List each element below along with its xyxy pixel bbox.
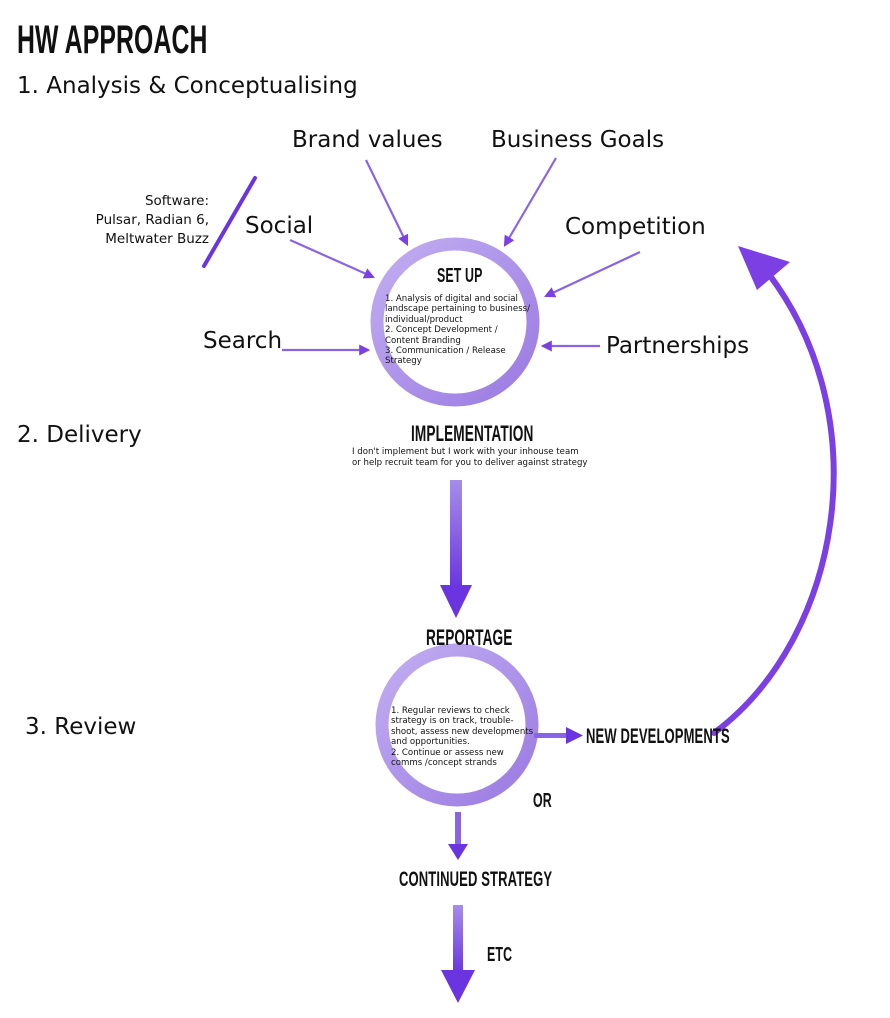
label-social: Social [245,213,314,239]
reportage-list: 1. Regular reviews to check strategy is … [391,706,535,768]
software-line-2: Pulsar, Radian 6, [95,212,209,228]
label-brand-values: Brand values [292,127,443,153]
setup-item-1: 1. Analysis of digital and social landsc… [385,294,530,325]
arrow-reportage-to-continued [448,812,468,860]
arrow-to-new-developments [534,727,583,744]
label-partnerships: Partnerships [606,333,750,359]
label-search: Search [203,328,283,354]
software-line-3: Meltwater Buzz [105,231,209,247]
new-developments-label: NEW DEVELOPMENTS [586,725,730,748]
reportage-item-2: 2. Continue or assess new comms /concept… [391,747,504,769]
section-review: 3. Review [25,714,137,740]
implementation-line-2: or help recruit team for you to deliver … [352,458,588,468]
arrow-brand-values [365,159,409,246]
implementation-title: IMPLEMENTATION [411,421,534,446]
section-delivery: 2. Delivery [17,422,142,448]
software-list: Software: Pulsar, Radian 6, Meltwater Bu… [70,192,209,249]
arrow-implementation-to-reportage [440,480,472,618]
reportage-circle [375,643,539,807]
implementation-line-1: I don't implement but I work with your i… [352,447,579,457]
software-divider [202,176,257,268]
continued-strategy-label: CONTINUED STRATEGY [399,868,553,891]
implementation-text: I don't implement but I work with your i… [352,447,588,469]
loop-back-arrow [711,246,837,736]
or-label: OR [533,790,552,812]
software-line-1: Software: [144,193,209,209]
section-analysis: 1. Analysis & Conceptualising [17,73,358,99]
setup-circle [370,237,540,407]
setup-item-2: 2. Concept Development / Content Brandin… [385,325,498,346]
setup-list: 1. Analysis of digital and social landsc… [385,294,531,367]
label-business-goals: Business Goals [491,127,665,153]
setup-title: SET UP [437,265,483,287]
reportage-title: REPORTAGE [426,625,513,650]
setup-item-3: 3. Communication / Release Strategy [385,346,506,367]
etc-label: ETC [487,944,513,966]
arrow-competition [544,251,641,298]
arrow-social [289,238,376,279]
label-competition: Competition [565,214,706,240]
page-title: HW APPROACH [17,18,208,62]
arrow-etc [441,905,475,1003]
arrow-business-goals [503,157,557,247]
reportage-item-1: 1. Regular reviews to check strategy is … [391,706,534,748]
